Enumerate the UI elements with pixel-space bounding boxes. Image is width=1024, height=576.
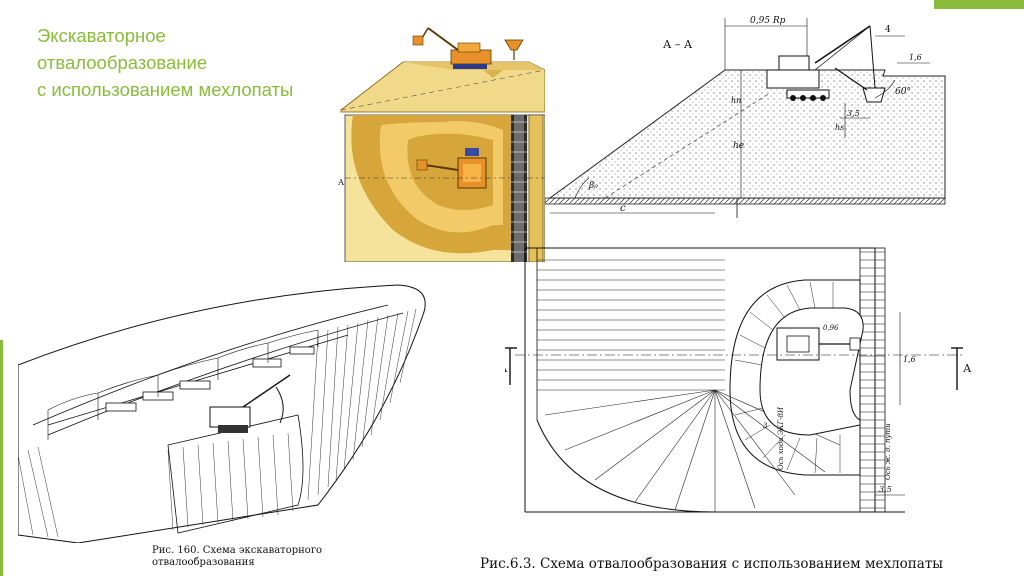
dim-3-plan: 3 [763, 422, 768, 430]
dim-35-section: 3,5 [847, 109, 860, 118]
label-beta: β₀ [588, 181, 598, 191]
label-hn: hп [731, 96, 741, 105]
top-shovel-icon [412, 27, 492, 69]
dump-tier-lines [537, 259, 725, 391]
dim-16-section: 1,6 [909, 53, 922, 62]
dim-16-plan: 1,6 [903, 355, 916, 364]
section-aa-figure: А – А 0,95 Rp 4 1,6 60° 3,5 hп hе hs β₀ … [545, 16, 946, 218]
left-accent-bar [0, 340, 3, 576]
perspective-shovel-icon [209, 374, 291, 433]
color-figure-section-label: А [338, 178, 344, 187]
slope-hatching [18, 308, 417, 538]
caption-left: Рис. 160. Схема экскаваторного отвалообр… [152, 545, 323, 568]
shovel-pit [729, 279, 864, 476]
dim-35-plan: 3,5 [879, 485, 892, 494]
fan-lines [544, 389, 841, 512]
axis-shovel-label: Ось хода ЭКГ-8И [777, 406, 785, 470]
label-c: c [620, 203, 626, 214]
section-shovel-icon [766, 25, 886, 103]
axis-rail-label: Ось ж. д. пути [884, 423, 892, 480]
dim-095rp: 0,95 Rp [750, 16, 786, 26]
top-hopper-icon [504, 39, 524, 60]
section-marker-a-left: А [505, 362, 508, 375]
plan-view-shovel-icon [776, 327, 861, 361]
angle-60: 60° [895, 87, 911, 97]
label-he: hе [733, 141, 744, 151]
title-line-1: Экскаваторное [37, 25, 166, 46]
perspective-dump-figure [18, 284, 426, 543]
color-dump-figure: А [333, 10, 545, 262]
caption-right: Рис.6.3. Схема отвалообразования с испол… [480, 556, 944, 572]
dim-096: 0,96 [823, 324, 839, 332]
dump-body [548, 69, 946, 199]
section-title: А – А [663, 38, 693, 51]
corner-accent-bar [934, 0, 1024, 9]
dim-4: 4 [885, 25, 891, 35]
title-line-3: с использованием мехлопаты [37, 79, 294, 100]
ground-layer [545, 197, 946, 205]
power-poles [47, 329, 319, 440]
section-marker-a-right: А [963, 362, 972, 375]
plan-view-figure: 0,96 1,6 Ось хода ЭКГ-8И Ось ж. д. пути … [505, 247, 972, 513]
title-line-2: отвалообразование [37, 52, 208, 73]
label-hs: hs [835, 123, 844, 132]
plan-shovel-icon [416, 148, 487, 189]
slide-title: Экскаваторное отвалообразование с исполь… [37, 22, 337, 103]
